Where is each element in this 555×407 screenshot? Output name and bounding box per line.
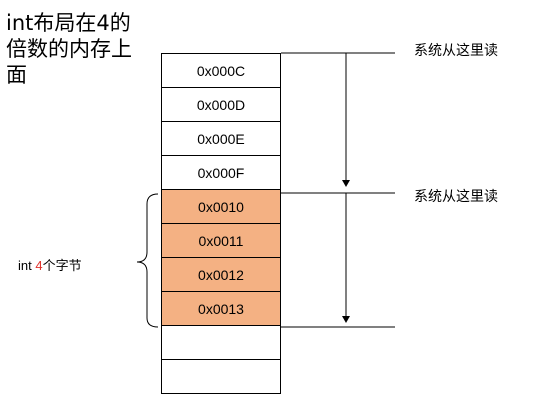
memory-cell (161, 326, 281, 360)
memory-cell: 0x0010 (161, 190, 281, 224)
read-arrowhead-2 (342, 316, 350, 323)
memory-cell: 0x000F (161, 156, 281, 190)
memory-cell: 0x000E (161, 122, 281, 156)
read-label-2: 系统从这里读 (414, 189, 498, 205)
memory-cell: 0x000C (161, 53, 281, 88)
memory-cell: 0x0012 (161, 258, 281, 292)
read-arrowhead-1 (342, 180, 350, 187)
int-size-number: 4 (35, 258, 43, 273)
curly-brace (136, 193, 159, 328)
memory-cell: 0x000D (161, 88, 281, 122)
int-size-suffix: 个字节 (42, 258, 82, 273)
int-size-label: int 4个字节 (18, 255, 82, 274)
memory-cell (161, 360, 281, 394)
memory-cell: 0x0013 (161, 292, 281, 326)
memory-cell: 0x0011 (161, 224, 281, 258)
diagram-title: int布局在4的倍数的内存上面 (6, 11, 132, 87)
read-label-1: 系统从这里读 (414, 43, 498, 59)
int-size-prefix: int (18, 258, 36, 273)
